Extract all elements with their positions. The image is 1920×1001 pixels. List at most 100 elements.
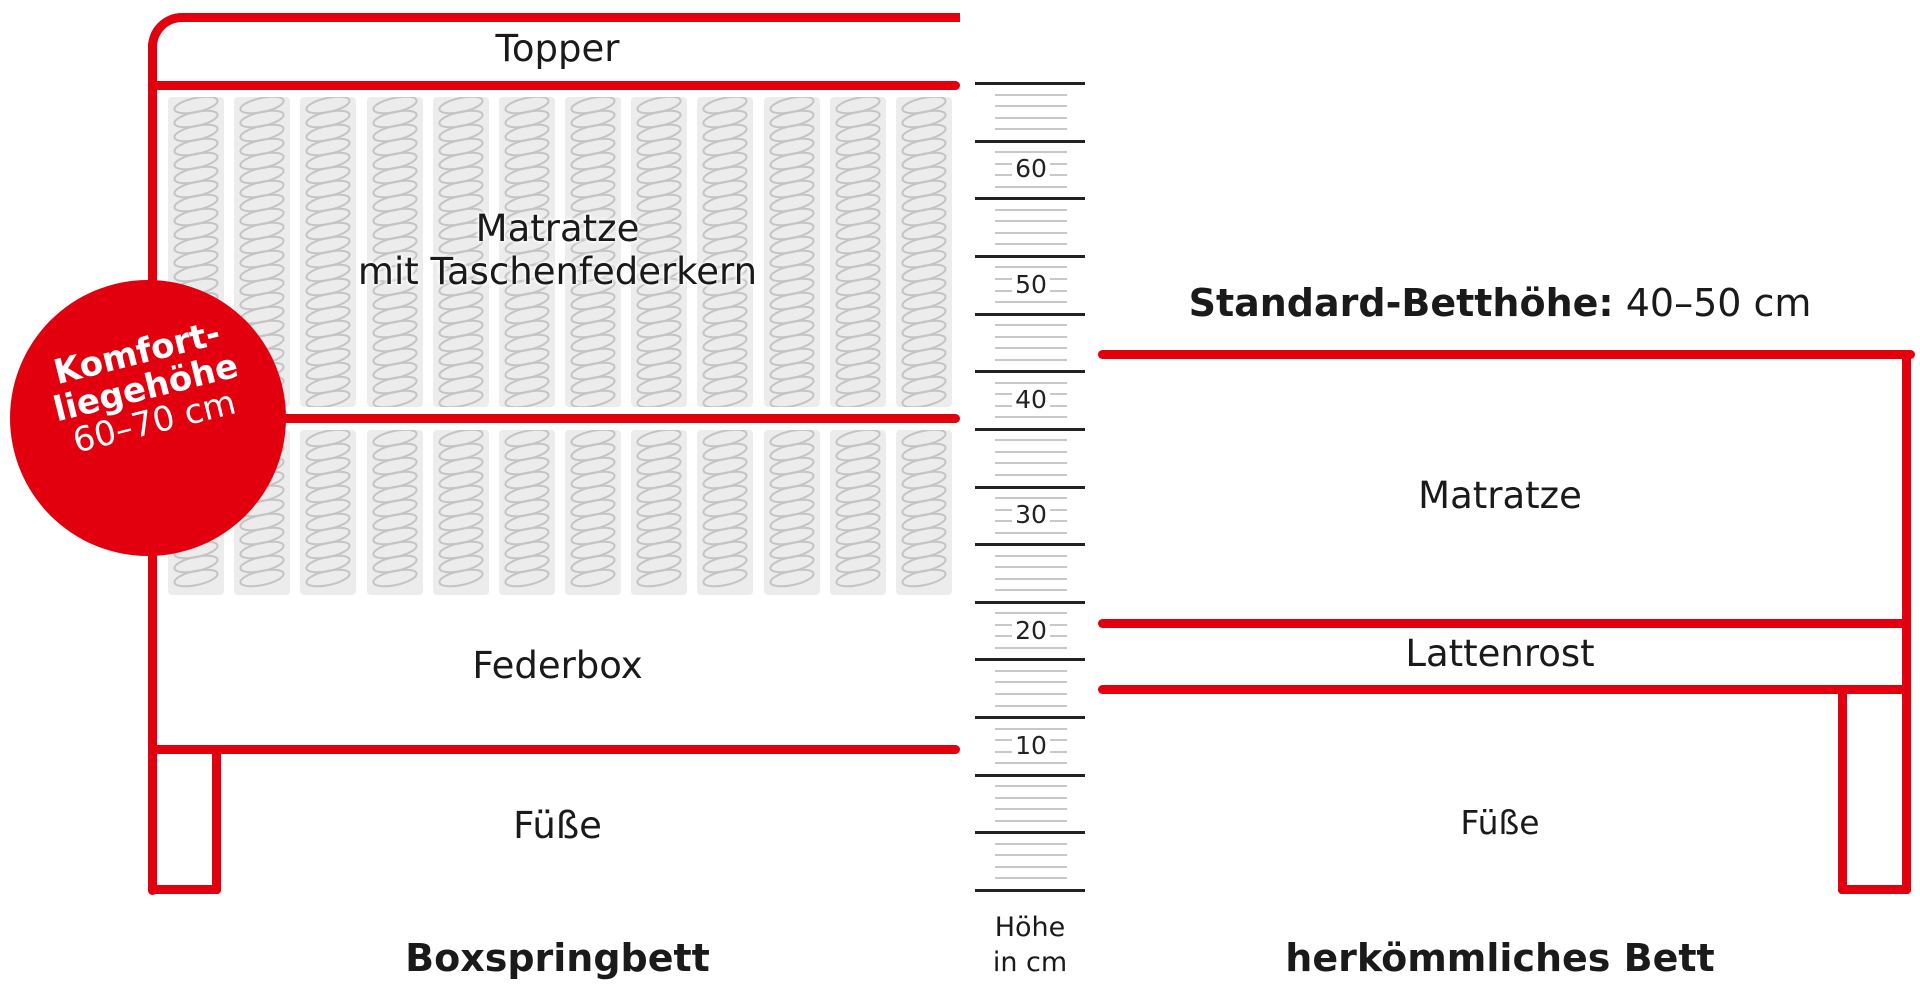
ruler-label: 50 [995, 269, 1067, 299]
ruler-label-text: 60 [1012, 154, 1050, 184]
boxspring-leg [148, 748, 221, 894]
ruler-minor-tick [995, 842, 1067, 845]
spring-column [763, 430, 820, 595]
ruler-label-text: 30 [1012, 500, 1050, 530]
ruler-minor-tick [995, 681, 1067, 684]
ruler-major-tick [975, 370, 1085, 374]
comfort-height-badge [10, 280, 286, 556]
ruler-label: 30 [995, 500, 1067, 530]
spring-column [498, 430, 555, 595]
ruler-minor-tick [995, 796, 1067, 799]
ruler-unit-label: Höhe in cm [975, 910, 1085, 980]
ruler-minor-tick [995, 220, 1067, 223]
ruler-major-tick [975, 773, 1085, 777]
ruler-label-text: 50 [1012, 269, 1050, 299]
topper-divider [148, 81, 960, 90]
spring-column [565, 430, 622, 595]
ruler-major-tick [975, 82, 1085, 85]
spring-column [565, 97, 622, 407]
ruler-major-tick [975, 716, 1085, 720]
ruler-major-tick [975, 889, 1085, 892]
spring-column [498, 97, 555, 407]
spring-column [432, 97, 489, 407]
ruler-minor-tick [995, 324, 1067, 327]
slatted-frame-label: Lattenrost [1405, 632, 1595, 675]
mattress-label: Matratze mit Taschenfederkern [155, 207, 960, 293]
conventional-leg [1838, 688, 1911, 894]
ruler-minor-tick [995, 646, 1067, 649]
ruler-minor-tick [995, 531, 1067, 534]
ruler-minor-tick [995, 243, 1067, 246]
ruler-minor-tick [995, 105, 1067, 108]
ruler-major-tick [975, 600, 1085, 604]
ruler-minor-tick [995, 381, 1067, 384]
ruler-major-tick [975, 197, 1085, 201]
ruler-label: 40 [995, 385, 1067, 415]
ruler-major-tick [975, 831, 1085, 835]
ruler-minor-tick [995, 416, 1067, 419]
ruler-minor-tick [995, 819, 1067, 822]
ruler-minor-tick [995, 473, 1067, 476]
ruler-unit-line1: Höhe [994, 912, 1066, 943]
standard-height-caption: Standard-Betthöhe: 40–50 cm [1100, 281, 1900, 326]
ruler-minor-tick [995, 151, 1067, 154]
topper-label: Topper [495, 27, 620, 70]
ruler-minor-tick [995, 865, 1067, 868]
spring-column [366, 430, 423, 595]
ruler-minor-tick [995, 439, 1067, 442]
ruler-minor-tick [995, 208, 1067, 211]
ruler-label-text: 10 [1012, 730, 1050, 760]
ruler-minor-tick [995, 301, 1067, 304]
ruler-minor-tick [995, 266, 1067, 269]
spring-column [366, 97, 423, 407]
federbox-bottom-line [148, 745, 960, 754]
ruler-minor-tick [995, 450, 1067, 453]
spring-column [697, 97, 754, 407]
conventional-feet-label: Füße [1460, 803, 1540, 842]
spring-column [631, 97, 688, 407]
ruler-minor-tick [995, 347, 1067, 350]
ruler-label: 10 [995, 730, 1067, 760]
ruler-minor-tick [995, 93, 1067, 96]
standard-height-label: Standard-Betthöhe: [1188, 281, 1614, 325]
conventional-title: herkömmliches Bett [1285, 936, 1715, 980]
mattress-label-line2: mit Taschenfederkern [357, 249, 758, 293]
ruler-label: 60 [995, 154, 1067, 184]
ruler-minor-tick [995, 877, 1067, 880]
ruler-minor-tick [995, 704, 1067, 707]
ruler-minor-tick [995, 566, 1067, 569]
ruler-major-tick [975, 139, 1085, 143]
ruler-minor-tick [995, 669, 1067, 672]
spring-column [300, 430, 357, 595]
ruler-minor-tick [995, 612, 1067, 615]
ruler-minor-tick [995, 589, 1067, 592]
ruler-minor-tick [995, 762, 1067, 765]
conventional-mattress-label: Matratze [1418, 474, 1582, 517]
ruler-minor-tick [995, 116, 1067, 119]
spring-column [829, 97, 886, 407]
ruler-minor-tick [995, 128, 1067, 131]
mattress-divider [148, 414, 960, 423]
ruler-major-tick [975, 312, 1085, 316]
ruler-minor-tick [995, 462, 1067, 465]
spring-column [829, 430, 886, 595]
ruler-major-tick [975, 254, 1085, 258]
ruler-minor-tick [995, 854, 1067, 857]
ruler-minor-tick [995, 358, 1067, 361]
ruler-minor-tick [995, 693, 1067, 695]
spring-column [896, 97, 952, 407]
ruler-minor-tick [995, 577, 1067, 580]
standard-height-value: 40–50 cm [1625, 281, 1812, 325]
ruler-minor-tick [995, 335, 1067, 338]
ruler-minor-tick [995, 497, 1067, 500]
boxspring-feet-label: Füße [513, 804, 602, 847]
spring-column [697, 430, 754, 595]
boxspring-title: Boxspringbett [405, 936, 710, 980]
mattress-label-line1: Matratze [475, 207, 640, 250]
ruler-minor-tick [995, 727, 1067, 730]
spring-column [631, 430, 688, 595]
federbox-label: Federbox [472, 644, 643, 687]
ruler-minor-tick [995, 231, 1067, 234]
spring-column [300, 97, 357, 407]
ruler-major-tick [975, 658, 1085, 662]
